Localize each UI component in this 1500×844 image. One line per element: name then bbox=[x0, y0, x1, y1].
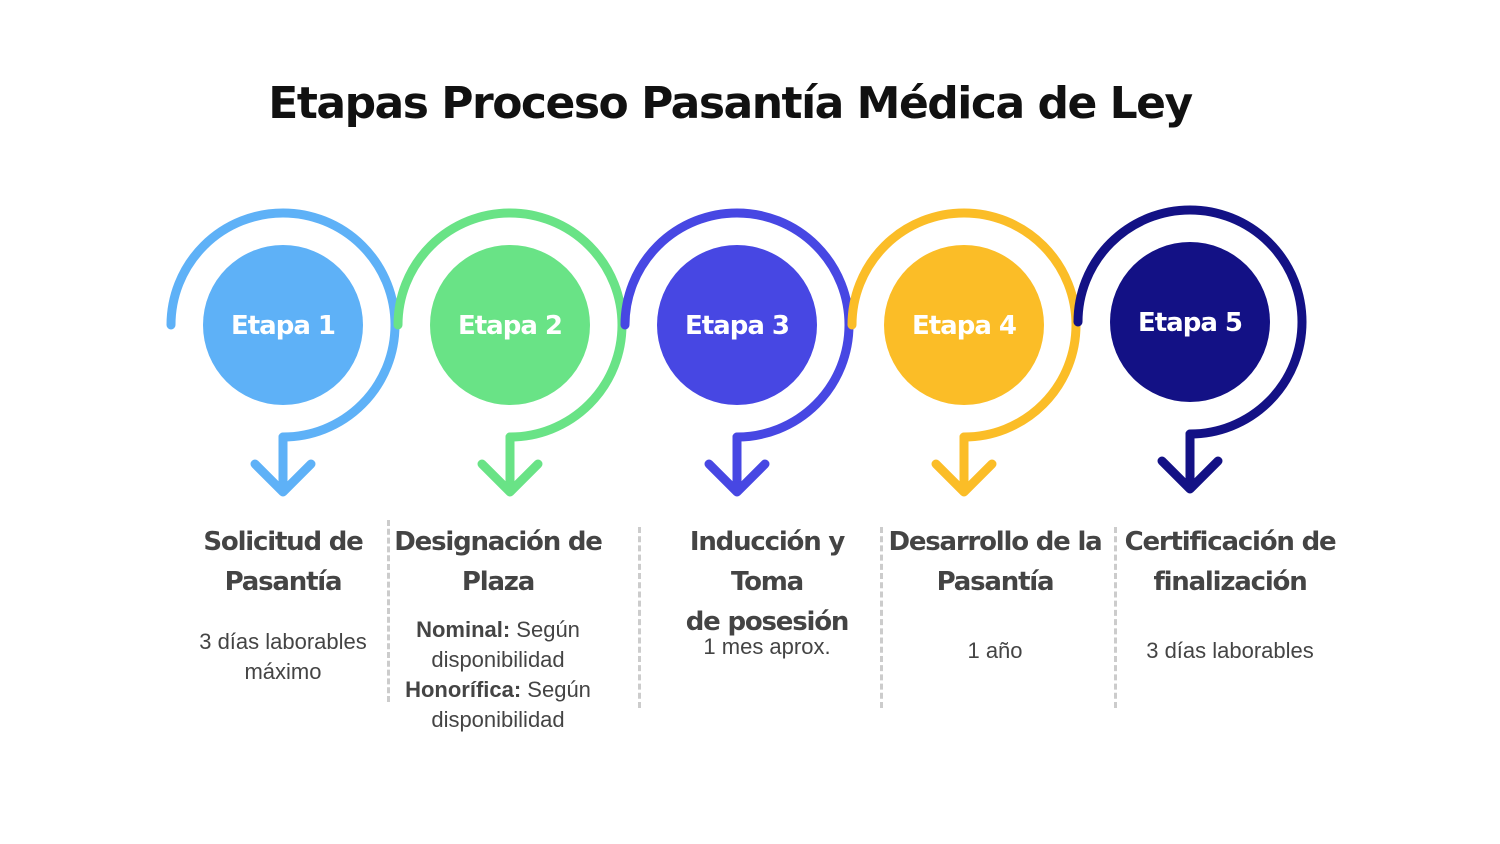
stage-5-detail: 3 días laborables bbox=[1115, 636, 1345, 666]
stage-4-detail: 1 año bbox=[880, 636, 1110, 666]
stage-5-label: Etapa 5 bbox=[1138, 308, 1242, 338]
divider-3 bbox=[880, 527, 883, 708]
stage-5-arc bbox=[1073, 205, 1307, 439]
stage-heading-line: Designación de bbox=[394, 527, 603, 557]
detail-line: 3 días laborables bbox=[199, 629, 367, 654]
detail-line: Nominal: Según bbox=[416, 617, 580, 642]
stage-1-circle bbox=[203, 245, 363, 405]
detail-line: 1 mes aprox. bbox=[703, 634, 831, 659]
stage-4-circle bbox=[884, 245, 1044, 405]
stage-4-graphic: Etapa 4 bbox=[847, 208, 1081, 497]
stage-2-heading: Designación de Plaza bbox=[383, 522, 613, 602]
stage-heading-line: Certificación de bbox=[1124, 527, 1337, 557]
stage-4-label: Etapa 4 bbox=[912, 311, 1016, 341]
stage-heading-line: Plaza bbox=[461, 567, 535, 597]
divider-4 bbox=[1114, 527, 1117, 708]
stage-4-arrow-icon bbox=[931, 432, 997, 497]
stage-2-graphic: Etapa 2 bbox=[393, 208, 627, 497]
stage-3-heading: Inducción y Toma de posesión bbox=[652, 522, 882, 642]
stage-3-label: Etapa 3 bbox=[685, 311, 789, 341]
stage-5-heading: Certificación de finalización bbox=[1115, 522, 1345, 602]
stage-2-label: Etapa 2 bbox=[458, 311, 562, 341]
stage-heading-line: de posesión bbox=[685, 607, 850, 637]
detail-line: disponibilidad bbox=[431, 647, 565, 672]
stage-2-arrow-icon bbox=[477, 432, 543, 497]
detail-line: 1 año bbox=[967, 638, 1023, 663]
detail-line: 3 días laborables bbox=[1146, 638, 1314, 663]
detail-line: máximo bbox=[244, 659, 322, 684]
stage-1-label: Etapa 1 bbox=[231, 311, 335, 341]
stage-heading-line: Pasantía bbox=[936, 567, 1055, 597]
stage-5-circle bbox=[1110, 242, 1270, 402]
stage-heading-line: Pasantía bbox=[224, 567, 343, 597]
page-title: Etapas Proceso Pasantía Médica de Ley bbox=[268, 78, 1193, 129]
stage-4-heading: Desarrollo de la Pasantía bbox=[880, 522, 1110, 602]
stage-1-arc bbox=[166, 208, 400, 442]
detail-line: Honorífica: Según bbox=[405, 677, 591, 702]
stage-heading-line: Desarrollo de la bbox=[888, 527, 1102, 557]
stage-3-graphic: Etapa 3 bbox=[620, 208, 854, 497]
stage-1-heading: Solicitud de Pasantía bbox=[168, 522, 398, 602]
stage-5-graphic: Etapa 5 bbox=[1073, 205, 1307, 494]
stage-3-detail: 1 mes aprox. bbox=[652, 632, 882, 662]
divider-1 bbox=[387, 520, 390, 702]
detail-line: disponibilidad bbox=[431, 707, 565, 732]
stage-2-circle bbox=[430, 245, 590, 405]
divider-2 bbox=[638, 527, 641, 708]
stage-5-arrow-icon bbox=[1157, 429, 1223, 494]
stage-3-arc bbox=[620, 208, 854, 442]
stage-3-arrow-icon bbox=[704, 432, 770, 497]
stage-heading-line: Solicitud de bbox=[203, 527, 363, 557]
stage-3-circle bbox=[657, 245, 817, 405]
stage-2-arc bbox=[393, 208, 627, 442]
stage-1-detail: 3 días laborables máximo bbox=[168, 627, 398, 687]
stage-4-arc bbox=[847, 208, 1081, 442]
stage-1-graphic: Etapa 1 bbox=[166, 208, 400, 497]
stage-heading-line: Inducción y Toma bbox=[689, 527, 845, 597]
stage-1-arrow-icon bbox=[250, 432, 316, 497]
stage-heading-line: finalización bbox=[1153, 567, 1307, 597]
